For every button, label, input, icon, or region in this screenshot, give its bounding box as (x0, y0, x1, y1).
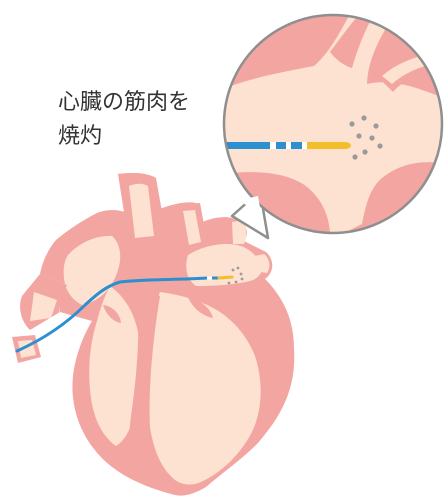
catheter-zoom (220, 142, 351, 149)
catheter-tip-yellow (219, 277, 232, 278)
zoom-bubble (220, 10, 446, 240)
pulmonary-vein-right (250, 254, 269, 273)
